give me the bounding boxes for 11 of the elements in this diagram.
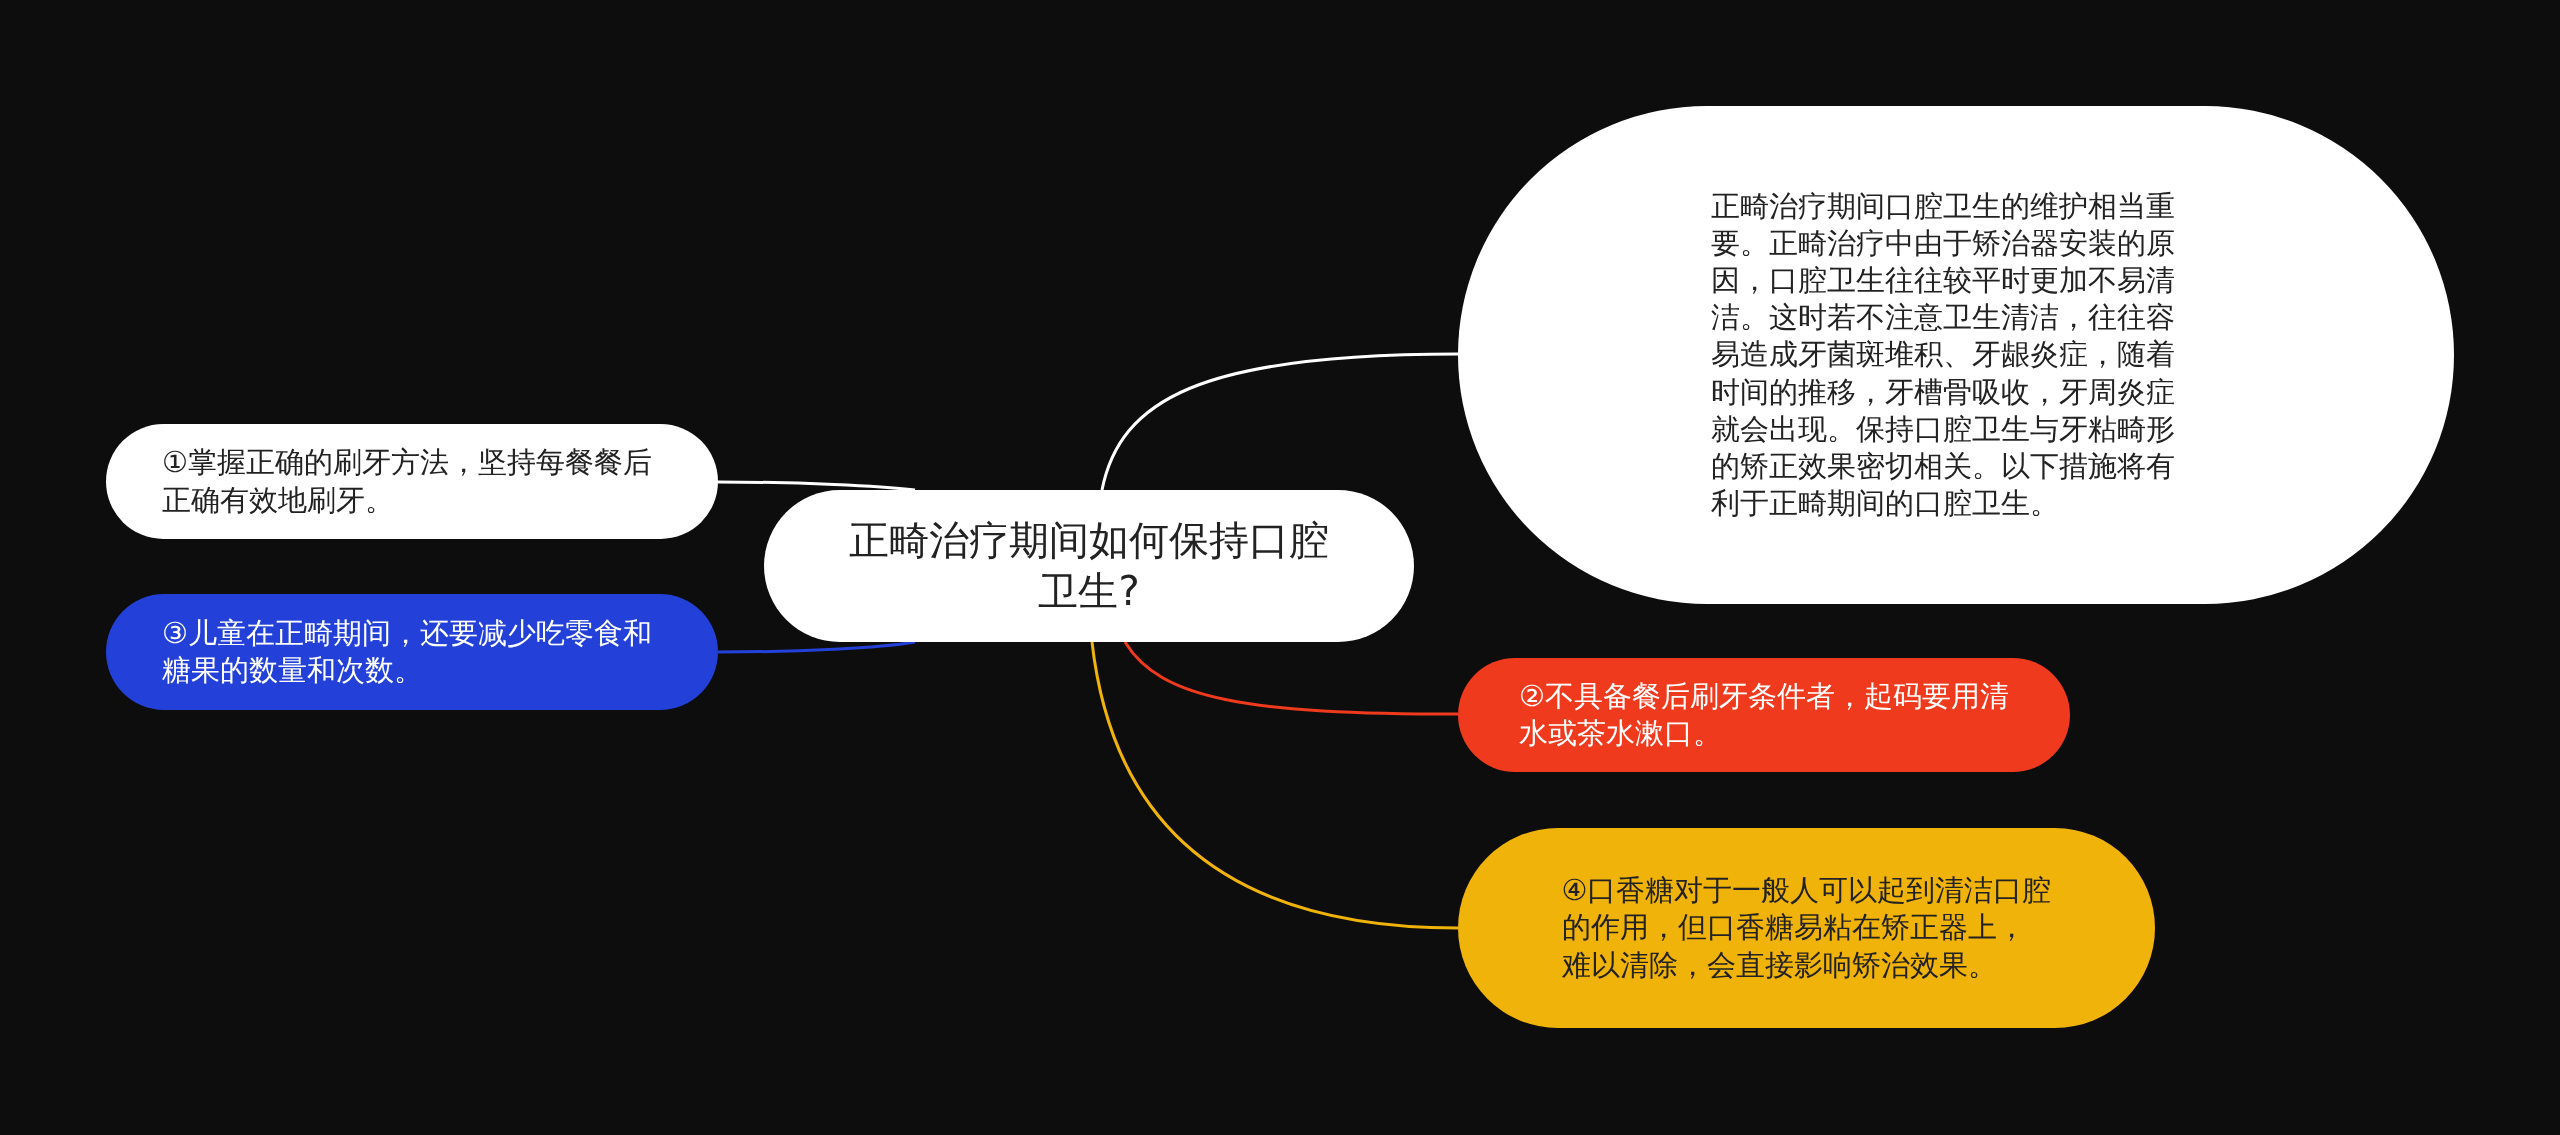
connector-line — [1123, 641, 1458, 716]
topic-text: 正畸治疗期间如何保持口腔卫生? — [849, 515, 1329, 616]
connector-line — [1100, 352, 1459, 491]
connector-line — [1090, 641, 1459, 930]
topic-text: ③儿童在正畸期间，还要减少吃零食和糖果的数量和次数。 — [162, 614, 653, 689]
connector-line — [718, 480, 916, 492]
topic-text: 正畸治疗期间口腔卫生的维护相当重要。正畸治疗中由于矫治器安装的原因，口腔卫生往往较平时更加不易清洁。这时若不注意卫生清洁，往往容易造成牙菌斑堆积、牙龈炎症，随着时间的推移，牙槽骨吸收，牙周炎症就会出现。保持口腔卫生与牙粘畸形的矫正效果密切相关。以下措施将有利于正畸期间的口腔卫生。 — [1711, 188, 2176, 522]
topic-text: ②不具备餐后刷牙条件者，起码要用清水或茶水漱口。 — [1519, 677, 2009, 752]
connector-line — [718, 640, 916, 654]
topic-text: ①掌握正确的刷牙方法，坚持每餐餐后正确有效地刷牙。 — [162, 444, 653, 519]
topic-text: ④口香糖对于一般人可以起到清洁口腔的作用，但口香糖易粘在矫正器上，难以清除，会直接影响矫治效果。 — [1561, 872, 2052, 984]
